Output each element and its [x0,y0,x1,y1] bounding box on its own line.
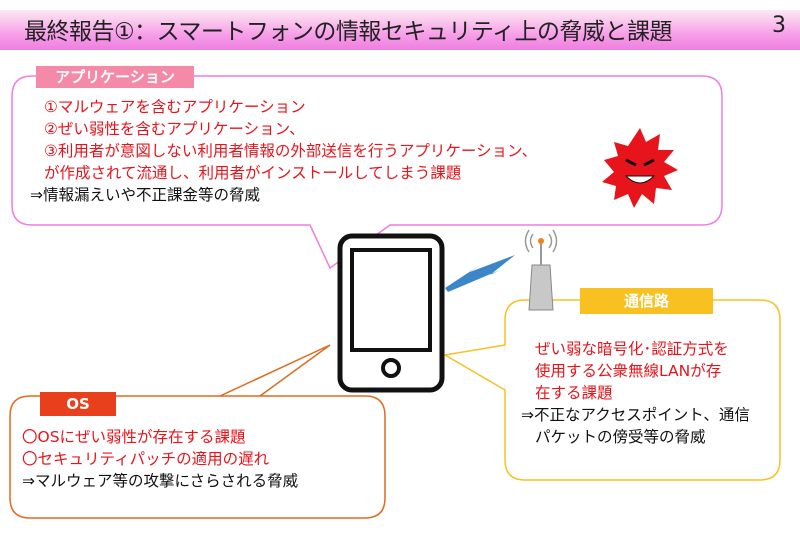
os-threat: ⇒マルウェア等の攻撃にさらされる脅威 [22,472,299,490]
network-label: 通信路 [580,288,713,314]
os-label: OS [40,392,116,416]
os-callout [9,344,386,519]
network-callout [442,299,781,481]
app-issues: ①マルウェアを含むアプリケーション ②ぜい弱性を含むアプリケーション、 ③利用者… [44,96,537,184]
network-issue-line: 使用する公衆無線LANが存 [535,362,722,380]
app-threat: ⇒情報漏えいや不正課金等の脅威 [30,186,260,204]
app-label: アプリケーション [36,66,194,88]
virus-icon [602,128,678,208]
page-number: 3 [772,13,786,38]
network-issue-line: 在する課題 [535,384,613,402]
title-bar [0,10,800,50]
os-issue: 〇セキュリティパッチの適用の遅れ [22,450,270,468]
os-issues: 〇OSにぜい弱性が存在する課題 〇セキュリティパッチの適用の遅れ [22,426,269,470]
network-threat-line: ⇒不正なアクセスポイント、通信 [521,406,750,424]
app-issue: が作成されて流通し、利用者がインストールしてしまう課題 [44,164,462,182]
network-threat-line: パケットの傍受等の脅威 [535,428,706,446]
antenna-icon [524,229,558,311]
os-issue: 〇OSにぜい弱性が存在する課題 [22,428,246,446]
app-issue: ①マルウェアを含むアプリケーション [44,98,306,116]
smartphone-icon [337,233,445,393]
app-issue: ②ぜい弱性を含むアプリケーション、 [44,120,305,138]
network-issue-line: ぜい弱な暗号化･認証方式を [535,340,729,358]
network-threat: ⇒不正なアクセスポイント、通信 パケットの傍受等の脅威 [521,404,750,448]
app-issue: ③利用者が意図しない利用者情報の外部送信を行うアプリケーション、 [44,142,538,160]
slide-title: 最終報告①：スマートフォンの情報セキュリティ上の脅威と課題 [24,19,673,45]
network-issues: ぜい弱な暗号化･認証方式を 使用する公衆無線LANが存 在する課題 [535,338,729,404]
wireless-signal-icon [445,255,515,292]
